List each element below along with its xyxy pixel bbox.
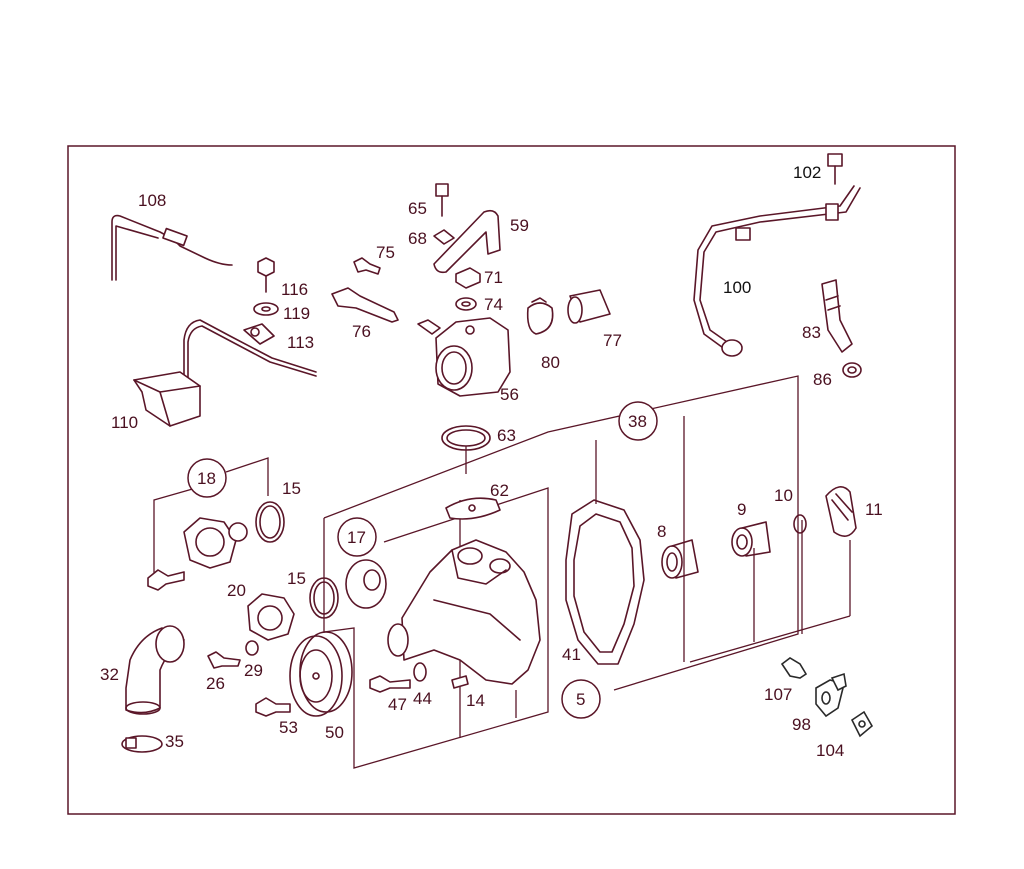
part-110-bracket bbox=[133, 319, 317, 427]
label-part-83[interactable]: 83 bbox=[802, 323, 821, 342]
label-part-108[interactable]: 108 bbox=[138, 191, 166, 210]
label-part-32[interactable]: 32 bbox=[100, 665, 119, 684]
label-part-17[interactable]: 17 bbox=[347, 528, 366, 547]
part-14-stud bbox=[451, 675, 469, 689]
part-56-thermostat-housing bbox=[417, 317, 511, 397]
part-47-bolt bbox=[369, 675, 411, 693]
label-part-18[interactable]: 18 bbox=[197, 469, 216, 488]
part-65-bolt bbox=[435, 183, 449, 217]
part-18-thermostat bbox=[147, 517, 248, 591]
diagram-border bbox=[67, 145, 956, 815]
part-29-washer bbox=[245, 640, 259, 656]
part-15-oring-a bbox=[255, 501, 285, 543]
part-35-clamp bbox=[121, 735, 163, 753]
label-part-100[interactable]: 100 bbox=[723, 278, 751, 297]
part-116-bolt bbox=[257, 257, 275, 293]
part-71-plug bbox=[455, 267, 481, 289]
part-63-oring bbox=[441, 425, 491, 451]
part-77-hose bbox=[567, 289, 611, 324]
part-20-cover bbox=[247, 593, 295, 641]
label-part-65[interactable]: 65 bbox=[408, 199, 427, 218]
label-part-80[interactable]: 80 bbox=[541, 353, 560, 372]
label-part-10[interactable]: 10 bbox=[774, 486, 793, 505]
part-100-pipe bbox=[693, 185, 861, 357]
label-part-116[interactable]: 116 bbox=[281, 280, 308, 299]
part-53-bolt bbox=[255, 697, 291, 717]
label-part-38[interactable]: 38 bbox=[628, 412, 647, 431]
part-59-bracket bbox=[433, 209, 501, 274]
label-part-29[interactable]: 29 bbox=[244, 661, 263, 680]
label-part-59[interactable]: 59 bbox=[510, 216, 529, 235]
label-part-119[interactable]: 119 bbox=[283, 304, 310, 323]
label-part-113[interactable]: 113 bbox=[287, 333, 314, 352]
part-15-oring-b bbox=[309, 577, 339, 619]
label-part-107[interactable]: 107 bbox=[764, 685, 792, 704]
part-86-seal bbox=[842, 362, 862, 378]
label-part-15-upper[interactable]: 15 bbox=[282, 479, 301, 498]
part-9-impeller-seal bbox=[731, 521, 771, 557]
label-part-110[interactable]: 110 bbox=[111, 413, 138, 432]
callout-circle-18 bbox=[187, 458, 227, 498]
assembly-leader-lines bbox=[153, 375, 851, 769]
callout-circle-17 bbox=[337, 517, 377, 557]
label-part-9[interactable]: 9 bbox=[737, 500, 746, 519]
label-part-53[interactable]: 53 bbox=[279, 718, 298, 737]
part-44-washer bbox=[413, 662, 427, 682]
label-part-14[interactable]: 14 bbox=[466, 691, 485, 710]
label-part-47[interactable]: 47 bbox=[388, 695, 407, 714]
part-80-hose-clamp bbox=[526, 297, 554, 335]
label-part-15-lower[interactable]: 15 bbox=[287, 569, 306, 588]
part-75-screw bbox=[353, 257, 381, 275]
label-part-11[interactable]: 11 bbox=[865, 500, 883, 519]
part-32-elbow-hose bbox=[125, 625, 185, 715]
label-part-76[interactable]: 76 bbox=[352, 322, 371, 341]
label-part-68[interactable]: 68 bbox=[408, 229, 427, 248]
label-part-20[interactable]: 20 bbox=[227, 581, 246, 600]
part-62-gasket bbox=[445, 497, 501, 520]
label-part-35[interactable]: 35 bbox=[165, 732, 184, 751]
label-part-63[interactable]: 63 bbox=[497, 426, 516, 445]
part-107-bolt bbox=[780, 657, 808, 679]
part-104-gasket bbox=[850, 710, 874, 738]
part-11-impeller bbox=[825, 486, 857, 537]
part-50-pulley bbox=[289, 631, 353, 717]
label-part-86[interactable]: 86 bbox=[813, 370, 832, 389]
label-part-74[interactable]: 74 bbox=[484, 295, 503, 314]
part-119-washer bbox=[253, 302, 279, 316]
part-102-screw bbox=[827, 153, 843, 185]
part-98-fitting bbox=[815, 672, 847, 718]
callout-circle-5 bbox=[561, 679, 601, 719]
label-part-75[interactable]: 75 bbox=[376, 243, 395, 262]
part-10-ring bbox=[793, 514, 807, 534]
part-5-water-pump bbox=[387, 539, 541, 685]
part-41-gasket bbox=[565, 499, 645, 665]
label-part-56[interactable]: 56 bbox=[500, 385, 519, 404]
part-108-pipe bbox=[111, 214, 233, 281]
label-part-8[interactable]: 8 bbox=[657, 522, 666, 541]
label-part-77[interactable]: 77 bbox=[603, 331, 622, 350]
label-part-41[interactable]: 41 bbox=[562, 645, 581, 664]
label-part-98[interactable]: 98 bbox=[792, 715, 811, 734]
part-26-bolt bbox=[207, 651, 241, 669]
label-part-62[interactable]: 62 bbox=[490, 481, 509, 500]
label-part-44[interactable]: 44 bbox=[413, 689, 432, 708]
label-part-5[interactable]: 5 bbox=[576, 690, 585, 709]
part-68-clip bbox=[433, 229, 455, 245]
part-76-sensor bbox=[331, 287, 399, 323]
part-8-seal bbox=[661, 539, 699, 579]
callout-circle-38 bbox=[618, 401, 658, 441]
part-17-thermostat-insert bbox=[345, 559, 387, 609]
part-113-clip bbox=[243, 323, 275, 345]
part-74-seal bbox=[455, 297, 477, 311]
label-part-26[interactable]: 26 bbox=[206, 674, 225, 693]
label-part-104[interactable]: 104 bbox=[816, 741, 844, 760]
label-part-102[interactable]: 102 bbox=[793, 163, 821, 182]
part-83-connector bbox=[821, 279, 853, 353]
label-part-71[interactable]: 71 bbox=[484, 268, 503, 287]
label-part-50[interactable]: 50 bbox=[325, 723, 344, 742]
